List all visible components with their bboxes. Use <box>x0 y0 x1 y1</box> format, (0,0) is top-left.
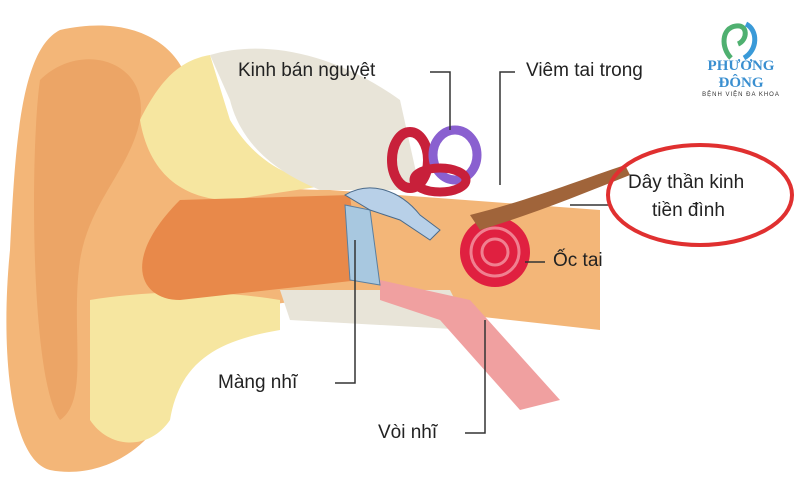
eustachian-tube <box>380 280 560 410</box>
label-eustachian-tube: Vòi nhĩ <box>378 422 438 443</box>
cartilage-lower <box>90 292 280 443</box>
semicircular-canal-2 <box>428 125 482 185</box>
leader-lines <box>335 71 610 434</box>
cartilage-upper <box>140 55 330 200</box>
logo-name: PHƯƠNG ĐÔNG <box>707 58 775 91</box>
label-semicircular-canals: Kinh bán nguyệt <box>238 60 376 81</box>
label-eardrum: Màng nhĩ <box>218 372 298 393</box>
logo-mark-icon <box>721 21 758 61</box>
label-inner-ear: Viêm tai trong <box>526 60 643 81</box>
semicircular-canal-3 <box>409 163 471 197</box>
eardrum <box>344 204 381 286</box>
ear-fold <box>34 59 141 420</box>
hospital-logo: PHƯƠNG ĐÔNG BỆNH VIỆN ĐA KHOA <box>686 18 796 98</box>
ear-canal <box>142 195 360 300</box>
label-vestibular-nerve-2: tiền đình <box>652 200 725 221</box>
semicircular-canal-1 <box>387 127 433 193</box>
label-cochlea: Ốc tai <box>553 250 603 271</box>
ossicles <box>344 187 441 241</box>
highlight-circle <box>606 143 794 247</box>
label-vestibular-nerve-1: Dây thần kinh <box>628 172 745 193</box>
logo-subtitle: BỆNH VIỆN ĐA KHOA <box>702 92 780 98</box>
temporal-bone-upper <box>210 48 420 190</box>
vestibular-nerve <box>470 165 630 230</box>
